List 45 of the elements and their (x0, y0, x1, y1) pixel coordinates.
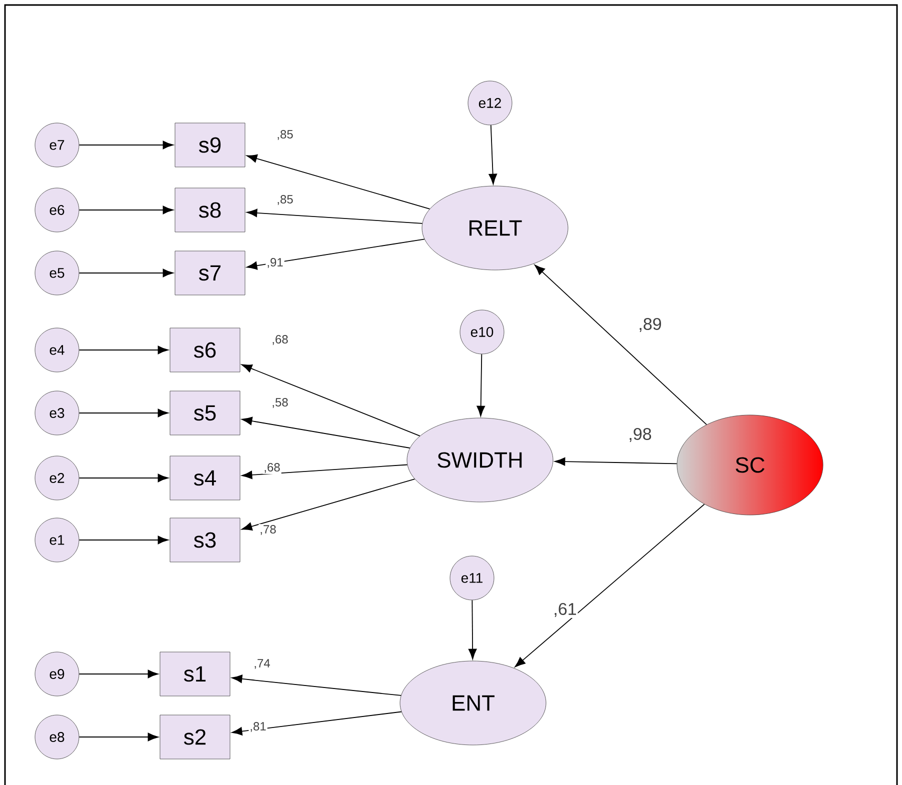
indicator-box: s6 (170, 328, 240, 372)
indicator-box: s5 (170, 390, 240, 436)
arrow (554, 457, 678, 466)
arrow (78, 408, 168, 418)
indicator-box: s7 (174, 250, 246, 296)
indicator-box: s3 (170, 518, 240, 562)
arrow (78, 140, 174, 150)
indicator-box: s2 (160, 714, 230, 760)
arrow (468, 600, 477, 660)
arrow (232, 674, 402, 696)
arrow (241, 364, 420, 436)
indicator-box: s4 (170, 456, 240, 500)
arrow (78, 536, 168, 544)
arrow (246, 154, 430, 210)
arrow (514, 504, 705, 668)
arrow (232, 711, 402, 736)
edge-label: ,81 (248, 721, 268, 733)
indicator-box: s8 (174, 188, 246, 232)
edge-label: ,68 (262, 462, 282, 474)
edge-label: ,74 (252, 658, 272, 670)
arrow (78, 670, 158, 678)
arrow (476, 354, 485, 416)
edge-label: ,85 (276, 129, 294, 141)
arrow (242, 416, 410, 448)
edge-label: ,91 (266, 257, 284, 269)
indicator-box: s9 (174, 122, 246, 168)
arrow (78, 732, 158, 742)
arrow (78, 268, 174, 278)
edge-label: ,68 (270, 334, 290, 346)
edge-label: ,89 (637, 316, 663, 334)
arrow (78, 346, 168, 354)
edge-label: ,85 (276, 194, 294, 206)
arrow (242, 464, 408, 480)
edge-label: ,78 (258, 524, 278, 536)
edge-label: ,58 (270, 397, 290, 409)
edge-label: ,98 (627, 426, 653, 444)
arrow (488, 124, 498, 184)
indicator-box: s1 (160, 652, 230, 696)
arrow (246, 208, 423, 224)
edge-label: ,61 (552, 602, 578, 618)
arrow (78, 474, 168, 482)
arrow (534, 264, 707, 426)
arrow (242, 478, 416, 531)
arrow (246, 238, 425, 270)
arrow (78, 206, 174, 214)
